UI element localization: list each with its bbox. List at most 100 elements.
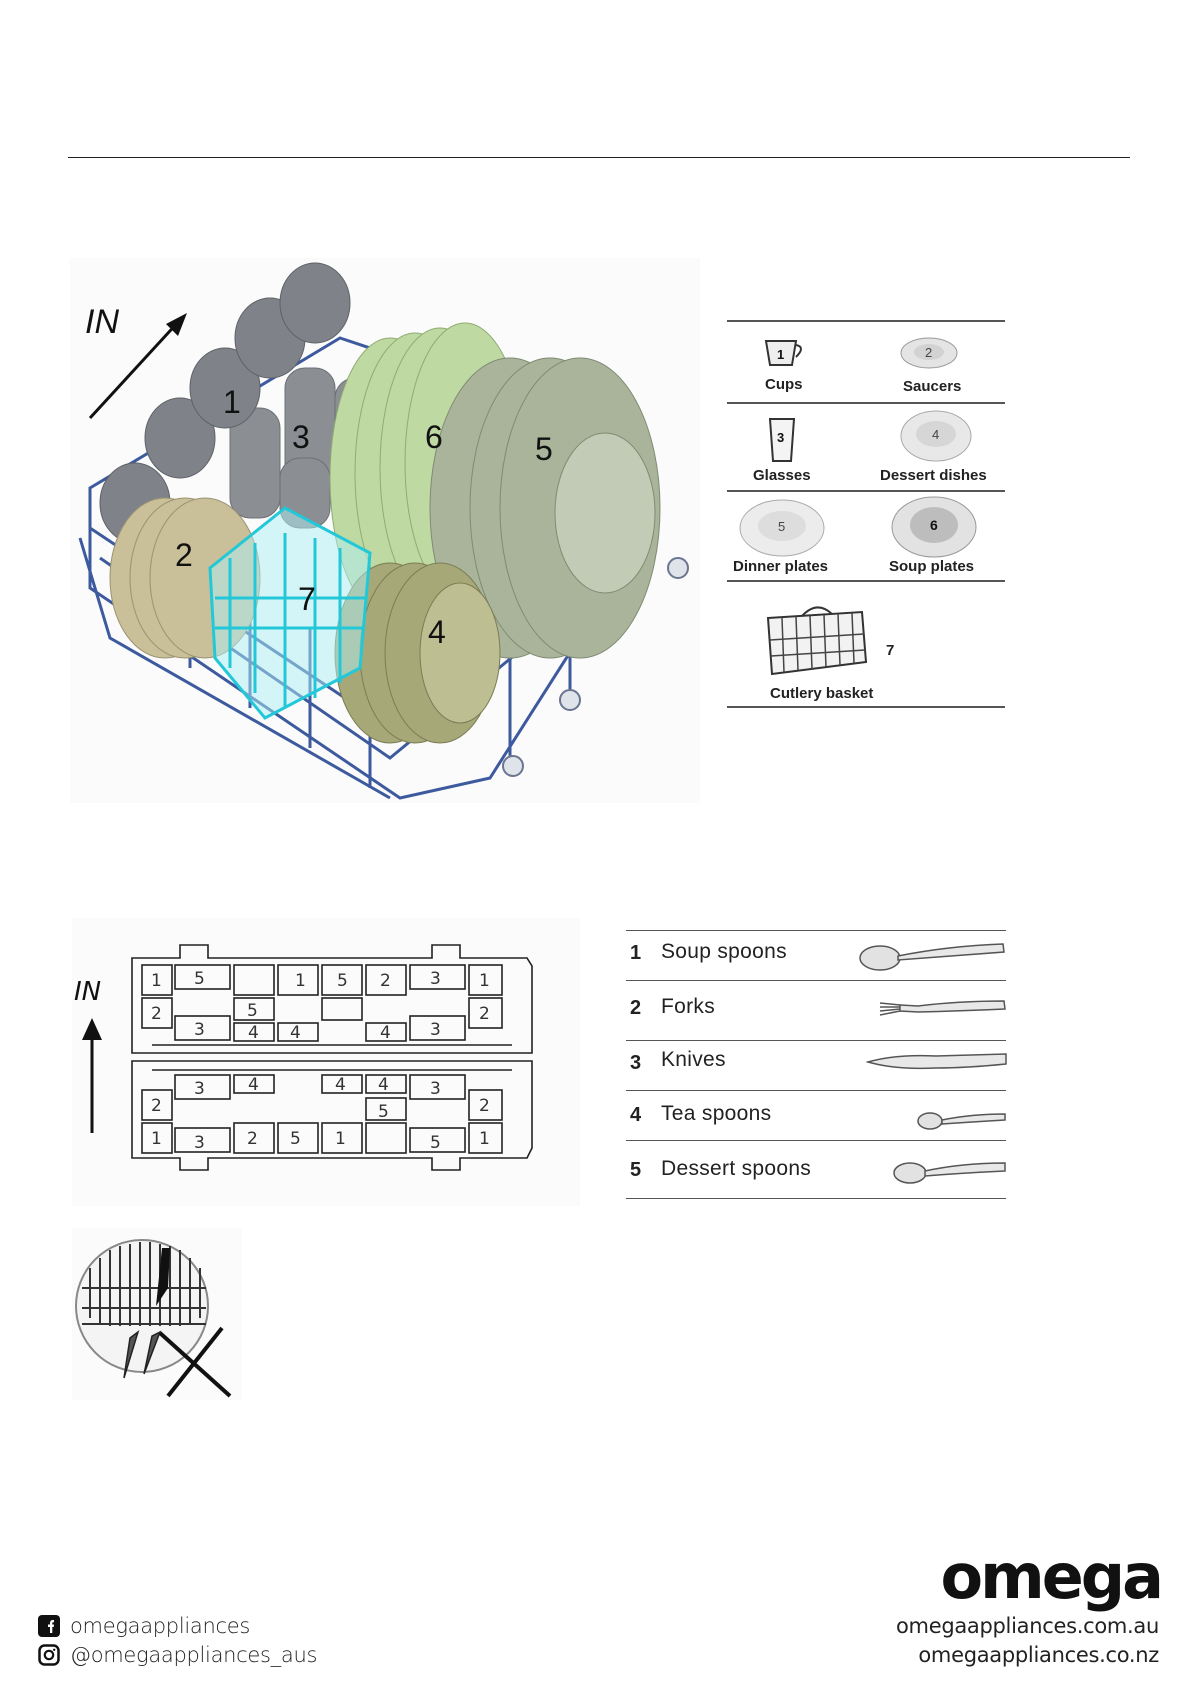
facebook-link[interactable]: omegaappliances bbox=[38, 1614, 250, 1638]
svg-text:5: 5 bbox=[194, 969, 205, 989]
svg-text:4: 4 bbox=[335, 1075, 346, 1095]
instagram-handle: @omegaappliances_aus bbox=[70, 1643, 317, 1667]
rack-zone-2: 2 bbox=[175, 537, 193, 573]
svg-text:4: 4 bbox=[932, 427, 939, 442]
rack-zone-6: 6 bbox=[425, 419, 443, 455]
facebook-icon bbox=[38, 1615, 60, 1637]
svg-text:2: 2 bbox=[247, 1129, 258, 1149]
legend-cutlery-basket-label: Cutlery basket bbox=[770, 685, 873, 702]
rack-zone-5: 5 bbox=[535, 431, 553, 467]
svg-text:5: 5 bbox=[378, 1102, 389, 1122]
cutlery-label: Forks bbox=[661, 995, 715, 1019]
svg-text:2: 2 bbox=[380, 971, 391, 991]
glass-icon: 3 bbox=[765, 415, 799, 465]
svg-text:2: 2 bbox=[479, 1004, 490, 1024]
cutlery-row: 5 Dessert spoons bbox=[626, 1155, 1006, 1209]
cutlery-number: 3 bbox=[630, 1052, 641, 1075]
knife-orientation-warning-illustration bbox=[72, 1228, 242, 1400]
cutlery-label: Dessert spoons bbox=[661, 1157, 811, 1181]
cutlery-row: 2 Forks bbox=[626, 995, 1006, 1049]
basket-in-label: IN bbox=[74, 977, 101, 1007]
svg-text:1: 1 bbox=[479, 971, 490, 991]
svg-text:3: 3 bbox=[430, 1020, 441, 1040]
facebook-handle: omegaappliances bbox=[70, 1614, 250, 1638]
legend-divider bbox=[727, 580, 1005, 582]
cutlery-number: 5 bbox=[630, 1159, 641, 1182]
soup-plate-icon: 6 bbox=[890, 495, 978, 559]
cutlery-basket-plan: IN bbox=[72, 918, 580, 1206]
svg-text:3: 3 bbox=[430, 1079, 441, 1099]
svg-text:2: 2 bbox=[151, 1096, 162, 1116]
dessert-spoon-icon bbox=[892, 1155, 1008, 1187]
svg-text:2: 2 bbox=[151, 1004, 162, 1024]
legend-cups-label: Cups bbox=[765, 376, 803, 393]
saucer-icon: 2 bbox=[898, 335, 960, 371]
svg-text:3: 3 bbox=[777, 430, 784, 445]
rack-zone-4: 4 bbox=[428, 614, 446, 650]
svg-text:1: 1 bbox=[335, 1129, 346, 1149]
knife-orientation-panel bbox=[72, 1228, 242, 1400]
svg-text:3: 3 bbox=[194, 1079, 205, 1099]
legend-dessert-dishes-label: Dessert dishes bbox=[880, 467, 987, 484]
svg-text:1: 1 bbox=[295, 971, 306, 991]
legend-soup-plates-label: Soup plates bbox=[889, 558, 974, 575]
fork-icon bbox=[878, 995, 1008, 1021]
rack-illustration-panel: IN 1 2 3 4 5 6 7 bbox=[70, 258, 700, 803]
svg-text:4: 4 bbox=[290, 1023, 301, 1043]
svg-text:5: 5 bbox=[430, 1133, 441, 1153]
svg-text:3: 3 bbox=[430, 969, 441, 989]
cutlery-row: 1 Soup spoons bbox=[626, 938, 1006, 992]
legend-glasses-label: Glasses bbox=[753, 467, 811, 484]
rack-zone-7: 7 bbox=[298, 581, 316, 617]
cutlery-number: 4 bbox=[630, 1104, 641, 1127]
cutlery-row: 4 Tea spoons bbox=[626, 1100, 1006, 1154]
header-rule bbox=[68, 157, 1130, 158]
svg-text:5: 5 bbox=[337, 971, 348, 991]
svg-text:5: 5 bbox=[290, 1129, 301, 1149]
dishwasher-rack-illustration: IN 1 2 3 4 5 6 7 bbox=[70, 258, 700, 803]
legend-dinner-plates-label: Dinner plates bbox=[733, 558, 828, 575]
svg-text:6: 6 bbox=[930, 517, 938, 533]
basket-plan-panel: IN bbox=[72, 918, 580, 1206]
cutlery-label: Soup spoons bbox=[661, 940, 787, 964]
cutlery-number: 1 bbox=[630, 942, 641, 965]
rack-zone-3: 3 bbox=[292, 419, 310, 455]
svg-text:4: 4 bbox=[248, 1075, 259, 1095]
website-nz-link[interactable]: omegaappliances.co.nz bbox=[918, 1643, 1159, 1667]
cutlery-label: Knives bbox=[661, 1048, 726, 1072]
soup-spoon-icon bbox=[858, 938, 1008, 974]
svg-text:5: 5 bbox=[247, 1001, 258, 1021]
instagram-link[interactable]: @omegaappliances_aus bbox=[38, 1643, 317, 1667]
legend-divider bbox=[727, 490, 1005, 492]
tea-spoon-icon bbox=[916, 1106, 1008, 1134]
cutlery-basket-icon bbox=[762, 600, 872, 684]
svg-text:1: 1 bbox=[151, 971, 162, 991]
dinner-plate-icon: 5 bbox=[738, 498, 826, 558]
svg-text:4: 4 bbox=[380, 1023, 391, 1043]
website-au-link[interactable]: omegaappliances.com.au bbox=[896, 1614, 1159, 1638]
dessert-dish-icon: 4 bbox=[898, 408, 974, 464]
legend-divider bbox=[727, 706, 1005, 708]
svg-text:5: 5 bbox=[778, 519, 785, 534]
legend-cutlery-basket-number: 7 bbox=[886, 642, 894, 659]
svg-text:3: 3 bbox=[194, 1020, 205, 1040]
svg-text:4: 4 bbox=[248, 1023, 259, 1043]
svg-text:1: 1 bbox=[777, 347, 784, 362]
legend-divider bbox=[727, 402, 1005, 404]
cutlery-row: 3 Knives bbox=[626, 1048, 1006, 1102]
svg-text:2: 2 bbox=[479, 1096, 490, 1116]
legend-divider bbox=[727, 320, 1005, 322]
svg-text:1: 1 bbox=[151, 1129, 162, 1149]
cup-icon: 1 bbox=[760, 335, 810, 370]
svg-text:2: 2 bbox=[925, 345, 932, 360]
instagram-icon bbox=[38, 1644, 60, 1666]
rack-zone-1: 1 bbox=[223, 384, 241, 420]
knife-icon bbox=[866, 1048, 1008, 1078]
cutlery-divider bbox=[626, 930, 1006, 931]
omega-logo: omega bbox=[941, 1540, 1161, 1613]
svg-text:4: 4 bbox=[378, 1075, 389, 1095]
cutlery-number: 2 bbox=[630, 997, 641, 1020]
cutlery-label: Tea spoons bbox=[661, 1102, 771, 1126]
legend-saucers-label: Saucers bbox=[903, 378, 961, 395]
svg-text:3: 3 bbox=[194, 1133, 205, 1153]
